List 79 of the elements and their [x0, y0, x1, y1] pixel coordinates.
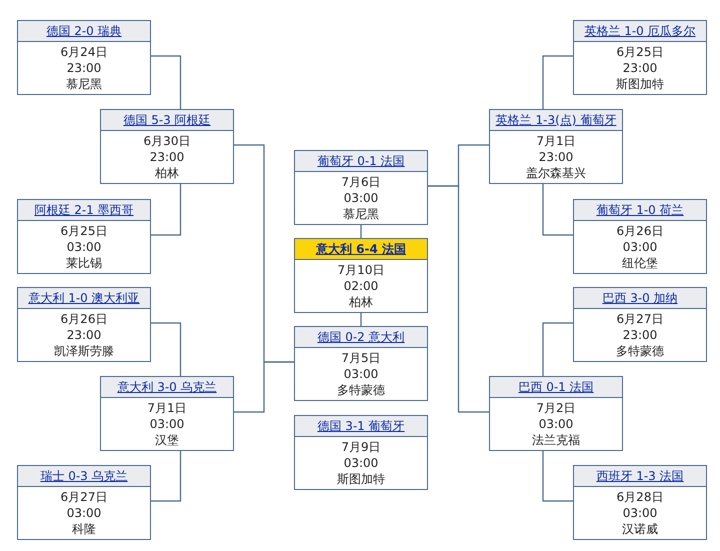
match-box: [573, 20, 707, 95]
match-box: [294, 150, 428, 225]
date-text: 7月10日: [336, 262, 386, 278]
venue-text: 莱比锡: [65, 255, 103, 271]
date-text: 6月26日: [60, 311, 108, 327]
time-text: 23:00: [622, 327, 658, 343]
match-box: [17, 20, 151, 95]
venue-text: 多特蒙德: [615, 343, 665, 359]
match-box: [573, 465, 707, 540]
match-box: [17, 287, 151, 362]
match-box: [294, 415, 428, 490]
date-text: 7月1日: [146, 400, 188, 416]
match-title: 瑞士 0-3 乌克兰: [18, 466, 150, 487]
venue-text: 纽伦堡: [621, 255, 659, 271]
time-text: 03:00: [342, 455, 380, 471]
match-title: 葡萄牙 1-0 荷兰: [574, 200, 706, 221]
time-text: 03:00: [66, 505, 102, 521]
match-title: 葡萄牙 0-1 法国: [295, 151, 427, 172]
time-text: 23:00: [622, 60, 658, 76]
connector-line: [151, 55, 182, 109]
time-text: 03:00: [342, 190, 380, 206]
venue-text: 盖尔森基兴: [525, 165, 587, 181]
venue-text: 法兰克福: [531, 432, 581, 448]
date-text: 6月27日: [60, 489, 108, 505]
match-title: 巴西 3-0 加纳: [574, 288, 706, 309]
connector-line: [151, 322, 182, 376]
match-box: [17, 465, 151, 540]
match-box: [489, 376, 623, 451]
match-box: [294, 238, 428, 313]
date-text: 7月9日: [340, 439, 382, 455]
date-text: 6月24日: [60, 44, 108, 60]
connector-line: [542, 322, 573, 376]
time-text: 23:00: [66, 60, 102, 76]
match-box: [573, 287, 707, 362]
venue-text: 柏林: [154, 165, 180, 181]
time-text: 02:00: [342, 278, 380, 294]
venue-text: 汉诺威: [621, 521, 659, 537]
time-text: 03:00: [66, 239, 102, 255]
venue-text: 慕尼黑: [342, 206, 380, 222]
match-title: 西班牙 1-3 法国: [574, 466, 706, 487]
match-box: [100, 376, 234, 451]
venue-text: 汉堡: [154, 432, 180, 448]
venue-text: 慕尼黑: [65, 76, 103, 92]
venue-text: 多特蒙德: [336, 382, 386, 398]
time-text: 03:00: [538, 416, 574, 432]
match-title: 德国 5-3 阿根廷: [101, 110, 233, 131]
time-text: 23:00: [538, 149, 574, 165]
time-text: 03:00: [622, 505, 658, 521]
date-text: 6月27日: [616, 311, 664, 327]
venue-text: 斯图加特: [615, 76, 665, 92]
venue-text: 凯泽斯劳滕: [53, 343, 115, 359]
date-text: 7月2日: [535, 400, 577, 416]
date-text: 7月5日: [340, 350, 382, 366]
date-text: 6月26日: [616, 223, 664, 239]
time-text: 03:00: [342, 366, 380, 382]
time-text: 23:00: [148, 149, 186, 165]
venue-text: 科隆: [71, 521, 97, 537]
time-text: 03:00: [148, 416, 186, 432]
venue-text: 柏林: [348, 294, 374, 310]
date-text: 7月1日: [535, 133, 577, 149]
match-box: [573, 199, 707, 274]
date-text: 6月30日: [142, 133, 192, 149]
match-title: 德国 3-1 葡萄牙: [295, 416, 427, 437]
date-text: 6月25日: [616, 44, 664, 60]
match-box: [294, 326, 428, 401]
connector-line: [234, 361, 294, 413]
date-text: 7月6日: [340, 174, 382, 190]
match-title: 德国 2-0 瑞典: [18, 21, 150, 42]
venue-text: 斯图加特: [336, 471, 386, 487]
match-box: [100, 109, 234, 184]
match-box: [489, 109, 623, 184]
connector-line: [542, 55, 573, 109]
time-text: 23:00: [66, 327, 102, 343]
match-title: 巴西 0-1 法国: [490, 377, 622, 398]
match-box: [17, 199, 151, 274]
connector-line: [428, 185, 489, 413]
date-text: 6月28日: [616, 489, 664, 505]
date-text: 6月25日: [60, 223, 108, 239]
time-text: 03:00: [622, 239, 658, 255]
